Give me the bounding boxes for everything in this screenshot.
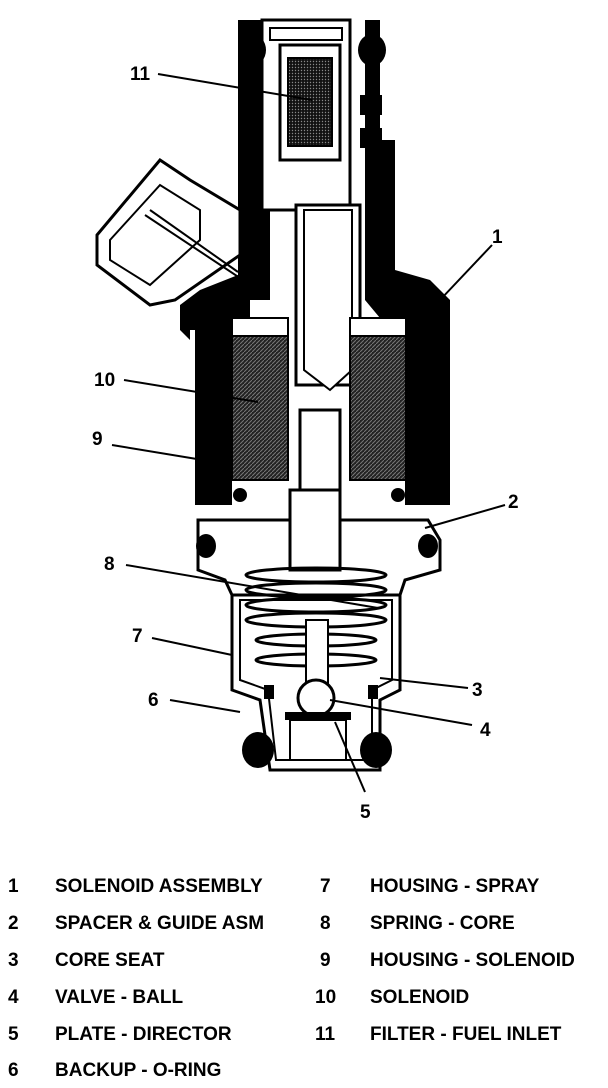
legend-number: 10 [315, 987, 337, 1008]
electrical-connector [95, 158, 249, 330]
callout-11: 11 [130, 64, 151, 85]
callout-4: 4 [480, 720, 491, 741]
solenoid-windings [231, 317, 407, 502]
spacer-guide-assembly [196, 488, 442, 597]
legend-number: 3 [8, 950, 19, 971]
callouts: 11 1 10 9 2 8 7 3 6 4 5 [92, 64, 519, 823]
callout-10: 10 [94, 370, 115, 391]
parts-legend: 1 SOLENOID ASSEMBLY 2 SPACER & GUIDE ASM… [0, 868, 608, 1088]
legend-label: SPRING - CORE [370, 913, 515, 934]
legend-number: 11 [315, 1024, 336, 1045]
callout-9: 9 [92, 429, 103, 450]
legend-number: 7 [320, 876, 331, 897]
callout-3: 3 [472, 680, 483, 701]
callout-8: 8 [104, 554, 115, 575]
legend-number: 2 [8, 913, 19, 934]
backup-o-ring [264, 685, 378, 699]
legend-number: 5 [8, 1024, 19, 1045]
callout-7: 7 [132, 626, 143, 647]
callout-5: 5 [360, 802, 371, 823]
legend-label: FILTER - FUEL INLET [370, 1024, 562, 1045]
fuel-injector-cross-section: 11 1 10 9 2 8 7 3 6 4 5 [92, 18, 519, 823]
legend-number: 4 [8, 987, 19, 1008]
legend-label: PLATE - DIRECTOR [55, 1024, 232, 1045]
callout-2: 2 [508, 492, 519, 513]
leader-lines [111, 73, 506, 793]
legend-label: HOUSING - SPRAY [370, 876, 540, 897]
bottom-o-rings [242, 732, 392, 768]
outer-housing [180, 20, 450, 505]
top-o-rings [238, 34, 386, 66]
legend-label: SOLENOID ASSEMBLY [55, 876, 263, 897]
legend-label: BACKUP - O-RING [55, 1060, 222, 1081]
legend-number: 6 [8, 1060, 19, 1081]
legend-label: VALVE - BALL [55, 987, 184, 1008]
legend-number: 1 [8, 876, 19, 897]
fuel-inlet-filter [287, 57, 333, 147]
legend-label: SOLENOID [370, 987, 470, 1008]
legend-label: CORE SEAT [55, 950, 165, 971]
callout-1: 1 [492, 227, 503, 248]
legend-number: 8 [320, 913, 331, 934]
legend-label: SPACER & GUIDE ASM [55, 913, 265, 934]
legend-number: 9 [320, 950, 331, 971]
legend-label: HOUSING - SOLENOID [370, 950, 575, 971]
callout-6: 6 [148, 690, 159, 711]
